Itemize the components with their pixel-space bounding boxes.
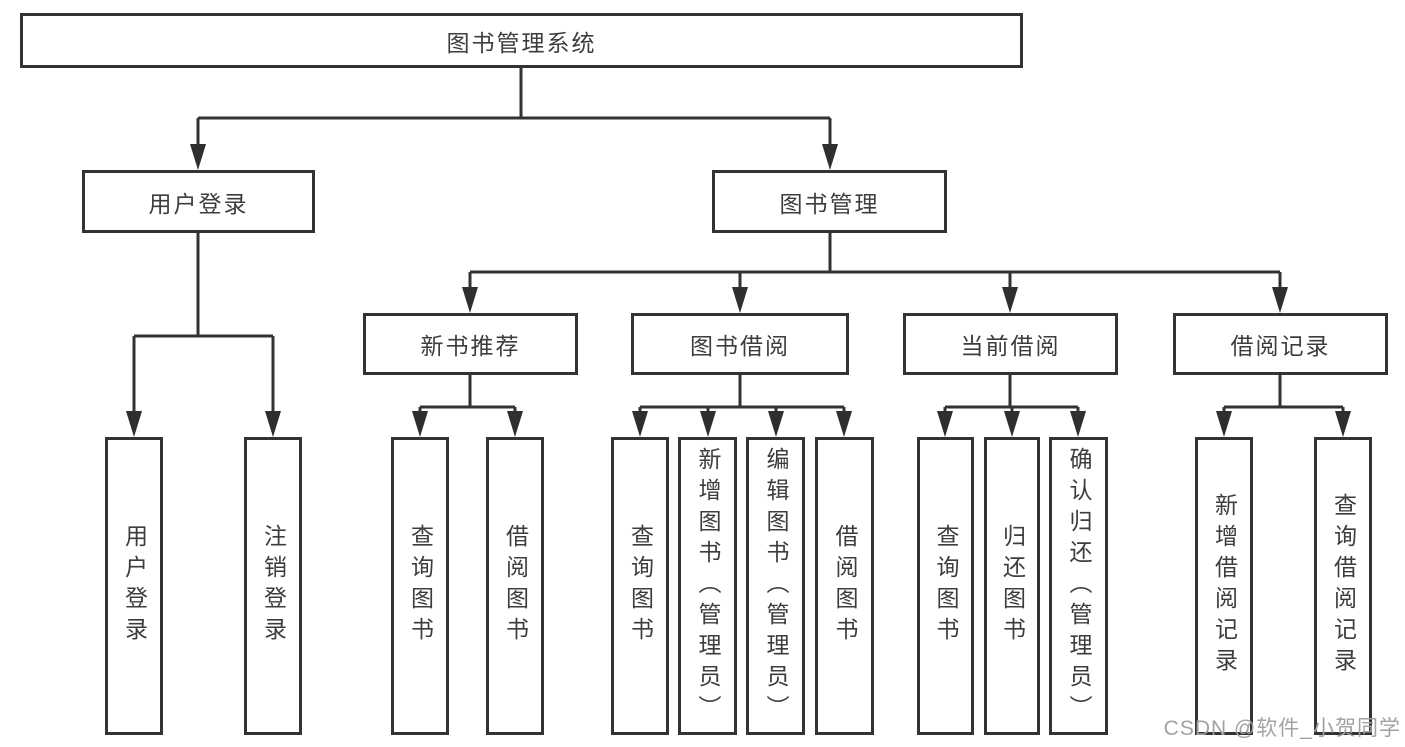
leaf-query-book-borrow: 查询图书: [611, 437, 669, 735]
leaf-user-login: 用户登录: [105, 437, 163, 735]
node-label: 新书推荐: [420, 333, 521, 359]
leaf-add-borrow-record: 新增借阅记录: [1195, 437, 1253, 735]
node-label: 当前借阅: [960, 333, 1061, 359]
node-label: 图书管理: [779, 190, 880, 217]
leaf-logout-login: 注销登录: [244, 437, 302, 735]
arrowheads: [126, 144, 1351, 437]
leaf-borrow-book-recommend: 借阅图书: [486, 437, 544, 735]
leaf-label: 新增借阅记录: [1211, 493, 1238, 679]
leaf-label: 查询借阅记录: [1330, 493, 1357, 679]
node-borrow-records: 借阅记录: [1173, 313, 1388, 375]
leaf-label: 编辑图书（管理员）: [763, 446, 789, 726]
csdn-watermark: CSDN @软件_小贺同学: [1163, 717, 1401, 740]
leaf-edit-book-admin: 编辑图书（管理员）: [746, 437, 805, 735]
leaf-label: 用户登录: [121, 524, 148, 648]
node-book-management: 图书管理: [712, 170, 947, 233]
leaf-query-book-recommend: 查询图书: [391, 437, 449, 735]
leaf-label: 归还图书: [999, 524, 1026, 648]
leaf-borrow-book: 借阅图书: [815, 437, 874, 735]
leaf-label: 查询图书: [627, 524, 654, 648]
leaf-return-book: 归还图书: [984, 437, 1040, 735]
leaf-add-book-admin: 新增图书（管理员）: [678, 437, 737, 735]
node-library-management-system: 图书管理系统: [20, 13, 1023, 68]
node-label: 图书借阅: [690, 333, 790, 359]
node-label: 借阅记录: [1230, 333, 1331, 359]
node-book-borrow: 图书借阅: [631, 313, 849, 375]
node-new-book-recommend: 新书推荐: [363, 313, 578, 375]
leaf-query-borrow-record: 查询借阅记录: [1314, 437, 1372, 735]
leaf-label: 注销登录: [260, 524, 287, 648]
node-label: 用户登录: [148, 190, 249, 217]
leaf-label: 借阅图书: [502, 524, 529, 648]
node-user-login: 用户登录: [82, 170, 315, 233]
leaf-label: 确认归还（管理员）: [1066, 446, 1092, 726]
node-current-borrow: 当前借阅: [903, 313, 1118, 375]
node-label: 图书管理系统: [446, 29, 597, 56]
leaf-confirm-return-admin: 确认归还（管理员）: [1049, 437, 1108, 735]
leaf-label: 借阅图书: [832, 524, 858, 648]
leaf-label: 查询图书: [407, 524, 434, 648]
leaf-label: 查询图书: [933, 524, 959, 648]
leaf-label: 新增图书（管理员）: [695, 446, 721, 726]
leaf-query-book-current: 查询图书: [917, 437, 974, 735]
